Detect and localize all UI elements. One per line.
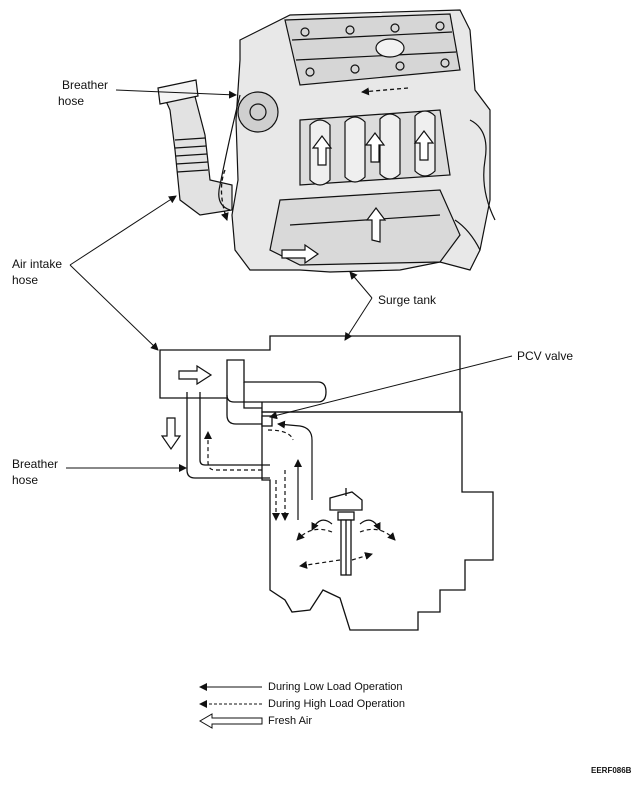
- pcv-valve-leader: [269, 355, 513, 420]
- label-air-intake-hose: Air intake hose: [12, 256, 62, 288]
- legend-low-load-label: During Low Load Operation: [268, 681, 403, 693]
- legend-high-load-label: During High Load Operation: [268, 698, 405, 710]
- engine-blowby-arrows: [220, 87, 409, 221]
- fresh-air-arrow-icon: [178, 364, 213, 386]
- label-line: hose: [12, 473, 39, 487]
- label-pcv-valve: PCV valve: [517, 349, 574, 363]
- fresh-air-arrow-icon: [199, 713, 263, 729]
- label-line: Breather: [61, 78, 109, 92]
- label-line: hose: [58, 94, 85, 108]
- label-breather-hose-top: Breather hose: [52, 77, 118, 109]
- fresh-air-arrow-icon: [364, 132, 386, 163]
- callout-leaders: [66, 89, 513, 472]
- schematic-fresh-air-arrows: [160, 364, 213, 451]
- engine-fresh-air-arrows: [281, 130, 435, 265]
- label-line: Breather: [12, 457, 59, 471]
- legend-fresh-air-label: Fresh Air: [268, 715, 313, 727]
- label-breather-hose-bottom: Breather hose: [12, 456, 58, 488]
- surge-tank-leader-schematic: [344, 297, 373, 341]
- breather-hose-top-leader: [115, 89, 237, 99]
- fresh-air-arrow-icon: [413, 130, 435, 161]
- engine-illustration: [157, 9, 496, 273]
- label-surge-tank: Surge tank: [378, 293, 437, 307]
- schematic: [159, 335, 494, 631]
- legend: [199, 683, 263, 729]
- engine-block-outline: [261, 411, 494, 631]
- surge-tank-leader-engine: [349, 271, 373, 299]
- label-line: Air intake: [12, 257, 63, 271]
- label-line: hose: [12, 273, 39, 287]
- schematic-flow-arrows: [204, 420, 396, 569]
- fresh-air-arrow-icon: [281, 243, 320, 265]
- air-intake-leader-schematic: [69, 264, 159, 351]
- fresh-air-arrow-icon: [160, 417, 182, 451]
- figure-code: EERF086B: [591, 766, 632, 775]
- fresh-air-arrow-icon: [365, 207, 387, 243]
- air-intake-leader-engine: [69, 195, 177, 266]
- fresh-air-arrow-icon: [311, 135, 333, 166]
